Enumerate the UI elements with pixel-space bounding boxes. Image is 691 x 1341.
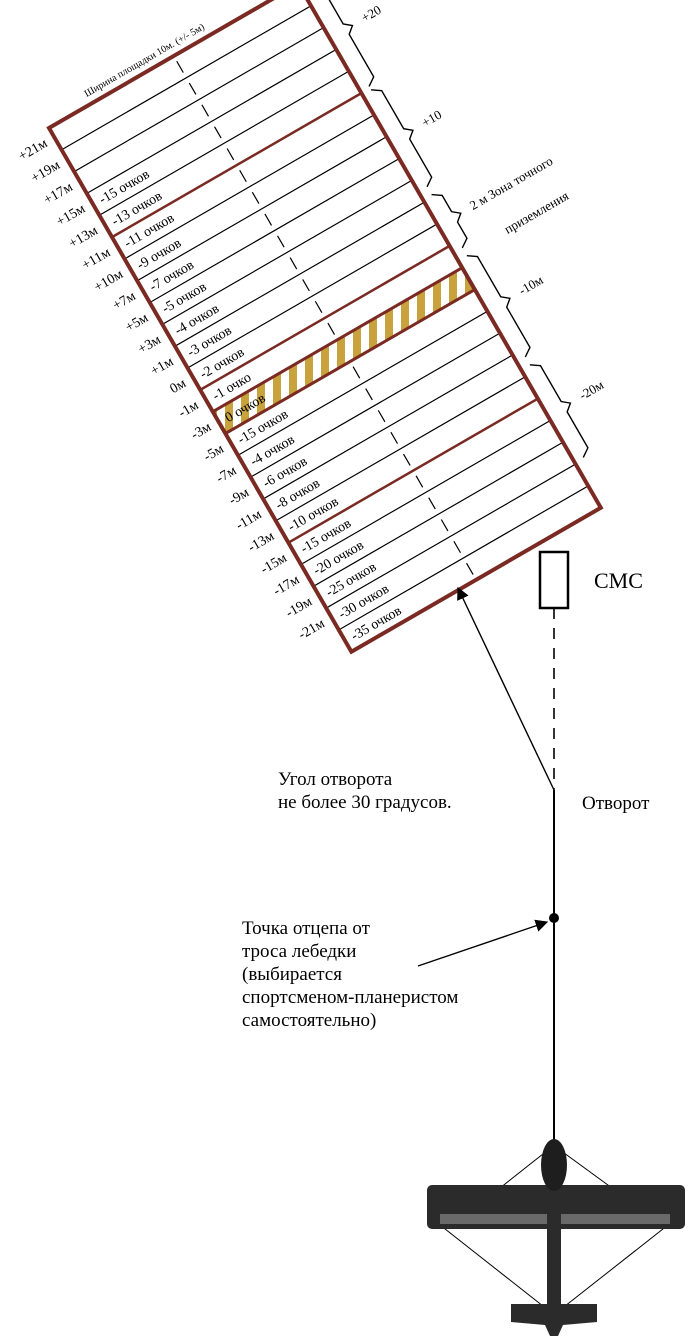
- release-note-line-5: самостоятельно): [242, 1010, 377, 1031]
- zone-brace: [529, 364, 589, 458]
- center-tick: [251, 191, 260, 204]
- cmc-label: СМС: [594, 568, 643, 593]
- center-tick: [365, 388, 373, 401]
- distance-label: +3м: [136, 332, 164, 357]
- distance-label: -5м: [201, 442, 226, 465]
- glider-icon: [427, 1139, 685, 1336]
- distance-label: +19м: [29, 158, 63, 186]
- field-outer-border: [46, 0, 604, 655]
- center-tick: [314, 300, 323, 313]
- release-point-dot: [549, 913, 559, 923]
- distance-label: +11м: [80, 245, 114, 273]
- distance-label: -13м: [246, 529, 277, 556]
- zone-brace: [466, 255, 531, 358]
- cmc-marker: [538, 550, 570, 610]
- center-tick: [176, 60, 184, 73]
- center-tick: [289, 257, 298, 270]
- distance-label: -17м: [271, 573, 302, 600]
- turn-path-line: [457, 586, 555, 791]
- distance-label: +7м: [110, 289, 138, 314]
- center-tick: [377, 410, 386, 423]
- distance-label: -19м: [284, 594, 315, 621]
- zone-boundary-line: [199, 244, 451, 391]
- center-tick: [352, 366, 361, 379]
- center-tick: [428, 497, 436, 510]
- center-tick: [213, 126, 222, 139]
- distance-label: +1м: [148, 354, 176, 379]
- distance-label: +21м: [16, 136, 50, 164]
- center-tick: [276, 235, 285, 248]
- distance-label: +13м: [67, 223, 101, 251]
- distance-label: +17м: [41, 180, 75, 208]
- center-tick: [453, 541, 462, 554]
- distance-label: -3м: [189, 420, 214, 443]
- center-tick: [465, 562, 474, 575]
- center-tick: [226, 148, 235, 161]
- zone-brace-label-2: приземления: [502, 188, 572, 237]
- zone-brace-label: -10м: [516, 272, 546, 298]
- zone-brace: [371, 89, 433, 188]
- zone-brace: [328, 0, 375, 87]
- turn-label: Отворот: [582, 793, 650, 814]
- center-tick: [188, 82, 197, 95]
- release-point-arrow: [417, 919, 549, 967]
- distance-label: +15м: [54, 202, 88, 230]
- glider-fuselage: [547, 1165, 561, 1325]
- distance-label: -15м: [258, 551, 289, 578]
- distance-label: -11м: [234, 507, 265, 534]
- distance-label: +10м: [92, 267, 126, 295]
- zone-boundary-line: [287, 397, 539, 544]
- turn-angle-line-2: не более 30 градусов.: [278, 792, 452, 813]
- center-tick: [264, 213, 273, 226]
- release-note-line-2: троса лебедки: [242, 941, 357, 962]
- release-point-note: Точка отцепа от троса лебедки (выбираетс…: [242, 917, 458, 1032]
- turn-angle-line-1: Угол отворота: [278, 769, 393, 790]
- zone-brace-label: +10: [419, 107, 444, 130]
- center-tick: [327, 322, 336, 335]
- center-tick: [440, 519, 449, 532]
- center-tick: [415, 475, 424, 488]
- distance-label: 0м: [168, 376, 189, 397]
- release-note-line-1: Точка отцепа от: [242, 918, 370, 939]
- distance-label: -7м: [214, 463, 239, 486]
- distance-label: +5м: [123, 311, 151, 336]
- glider-nose: [541, 1139, 567, 1191]
- zone-brace-label: -20м: [577, 377, 607, 403]
- center-tick: [402, 453, 411, 466]
- zone-boundary-line: [111, 92, 363, 239]
- distance-label: -9м: [227, 485, 252, 508]
- distance-label: -21м: [296, 616, 327, 643]
- center-tick: [201, 104, 210, 117]
- distance-label: -1м: [176, 398, 201, 421]
- glider-tail: [511, 1304, 597, 1336]
- zone-brace: [431, 193, 468, 249]
- release-note-line-4: спортсменом-планеристом: [242, 987, 459, 1008]
- turn-angle-note: Угол отворота не более 30 градусов.: [278, 768, 452, 814]
- center-tick: [302, 279, 310, 292]
- release-note-line-3: (выбирается: [242, 964, 342, 985]
- center-tick: [390, 431, 399, 444]
- zone-brace-label: +20: [359, 2, 384, 25]
- center-tick: [239, 170, 247, 183]
